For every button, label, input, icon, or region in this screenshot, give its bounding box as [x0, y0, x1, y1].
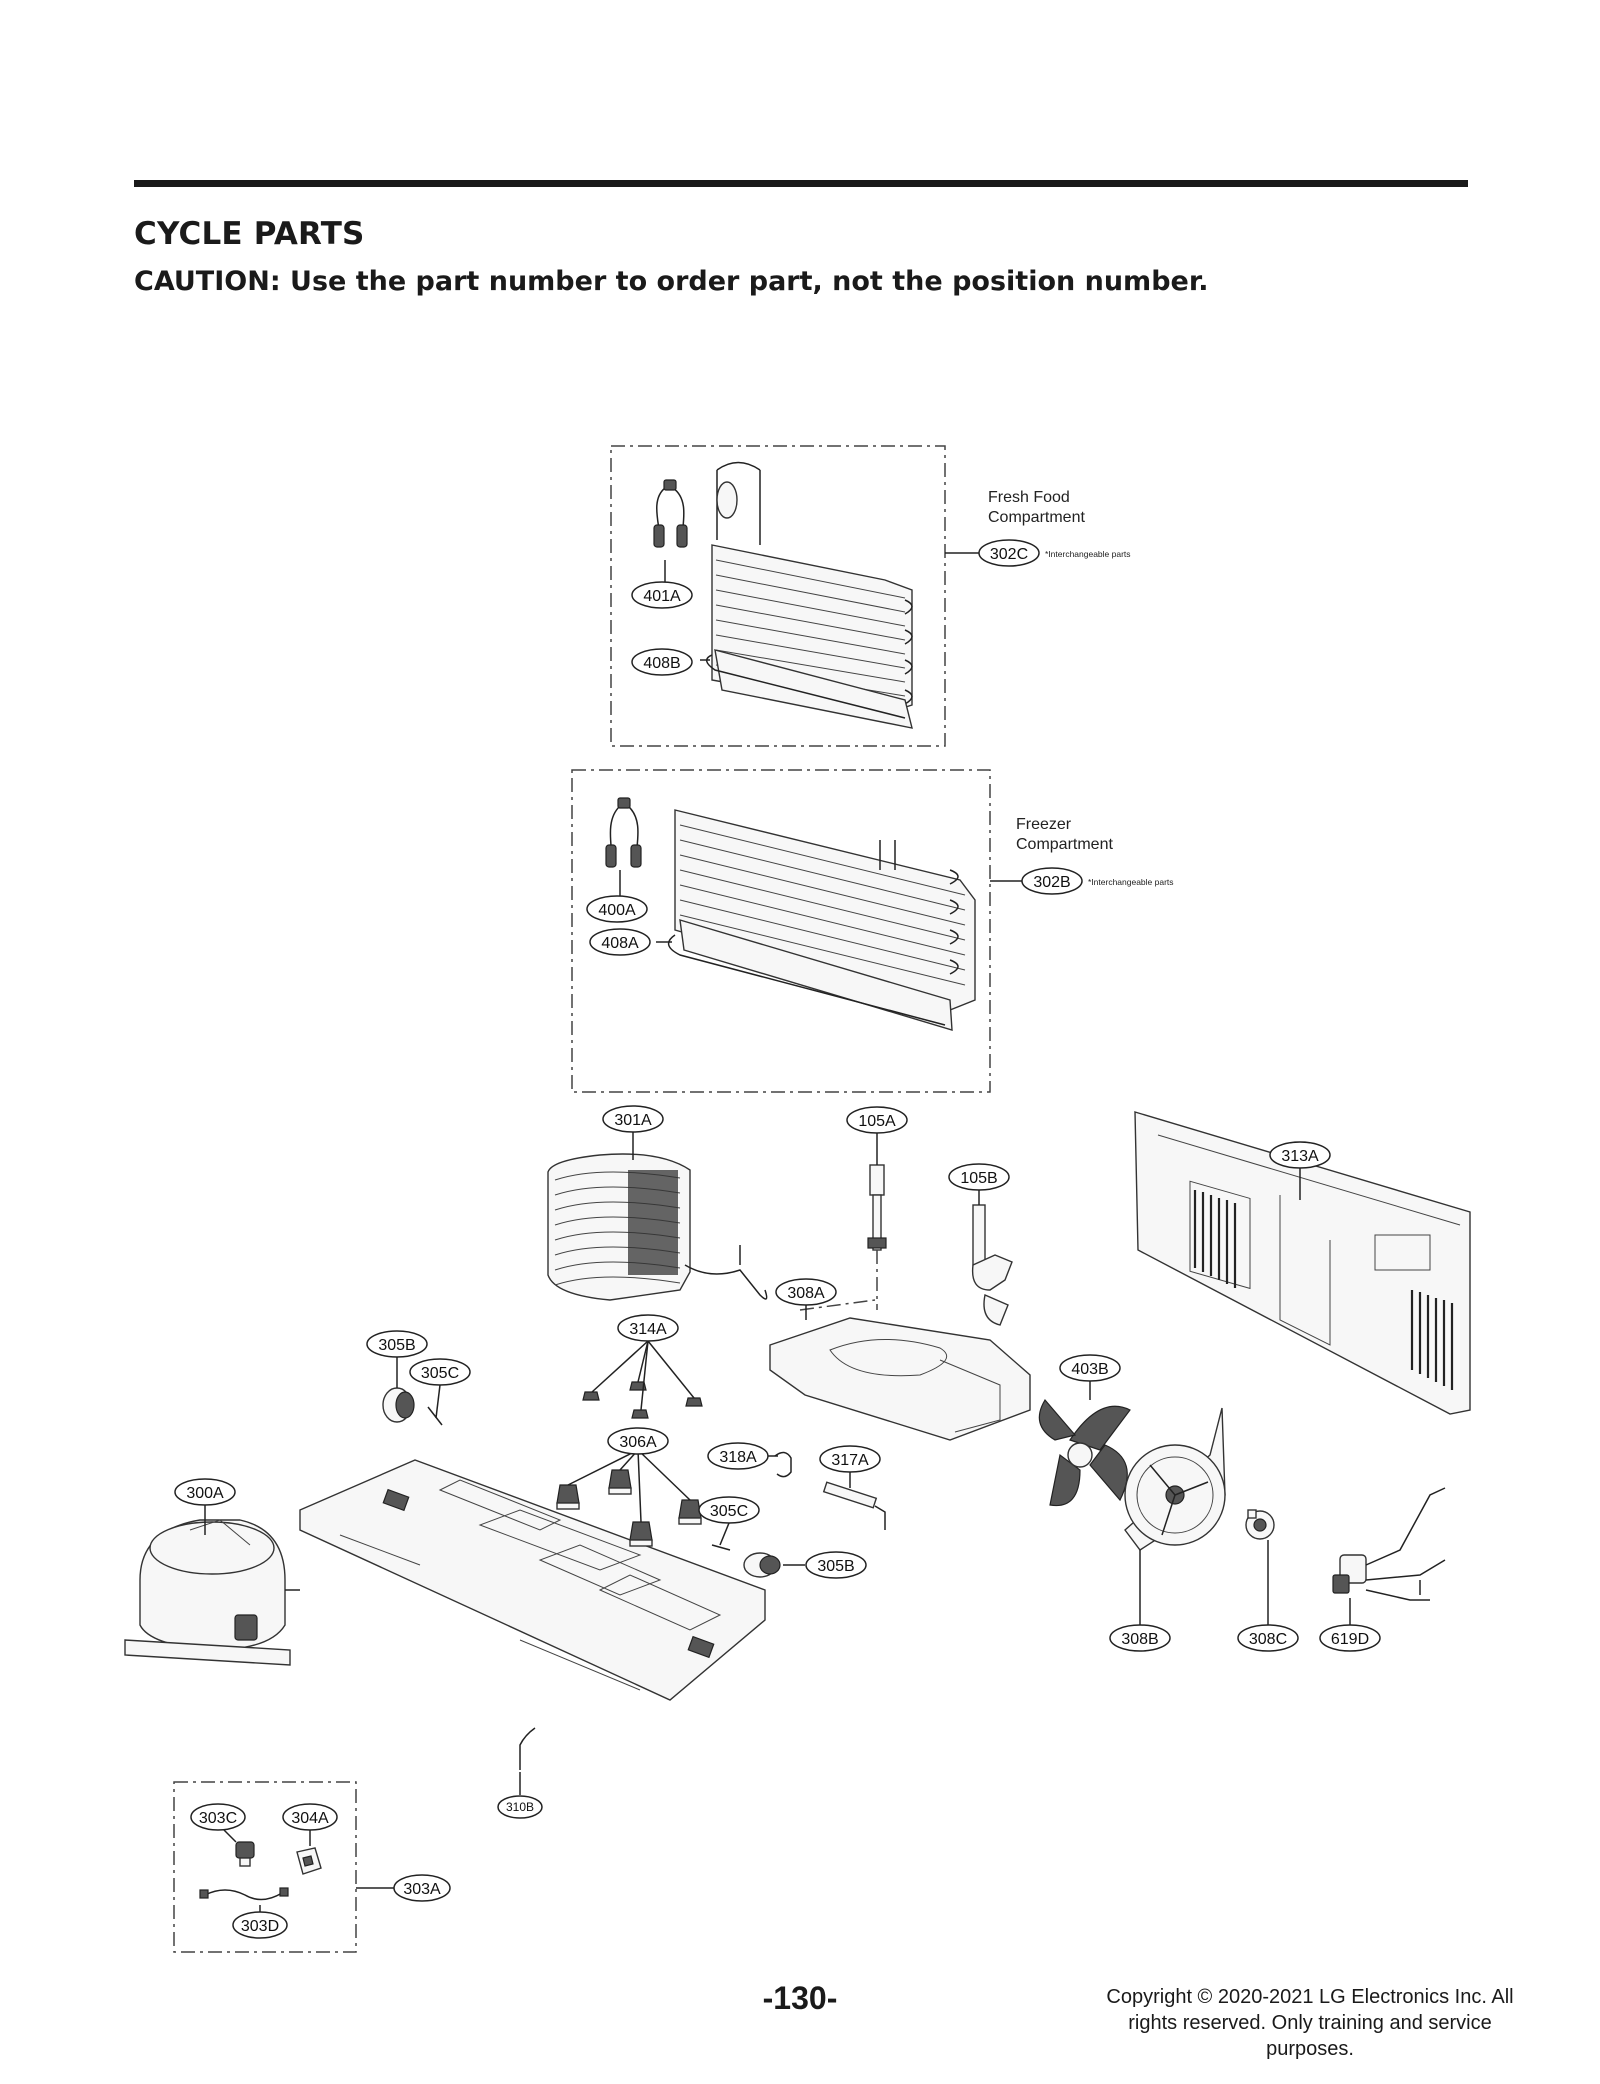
callout-303A: 303A — [403, 1881, 441, 1898]
valve-619D-drawing — [1332, 1487, 1446, 1601]
copyright-line-1: Copyright © 2020-2021 LG Electronics Inc… — [1106, 1986, 1514, 2008]
callout-310B: 310B — [506, 1800, 534, 1814]
callout-303D: 303D — [241, 1918, 279, 1935]
callout-306A: 306A — [619, 1434, 657, 1451]
condenser-drawing — [547, 1153, 768, 1301]
callout-408B: 408B — [643, 655, 680, 672]
callout-105B: 105B — [960, 1170, 997, 1187]
callout-401A: 401A — [643, 588, 681, 605]
ptc-starter-303C-drawing — [235, 1841, 255, 1867]
callout-303C: 303C — [199, 1810, 237, 1827]
fresh-food-note: *Interchangeable parts — [1045, 549, 1131, 559]
freezer-evaporator-drawing — [667, 809, 976, 1031]
heater-317A-drawing — [822, 1481, 886, 1530]
freezer-note: *Interchangeable parts — [1088, 877, 1174, 887]
callout-403B: 403B — [1071, 1361, 1108, 1378]
clips-314A-leaders — [591, 1340, 695, 1411]
fan-shroud-308B-drawing — [1124, 1407, 1226, 1551]
callout-318A: 318A — [719, 1449, 757, 1466]
freezer-group-box — [571, 769, 991, 1093]
defrost-sensor-401A-drawing — [653, 479, 688, 548]
fan-403B-drawing — [1038, 1398, 1131, 1507]
back-panel-313A-drawing — [1134, 1111, 1471, 1415]
freezer-group: Freezer Compartment *Interchangeable par… — [571, 769, 1174, 1093]
electrical-group-303A — [173, 1781, 394, 1953]
grommet-305B-bottom-drawing — [711, 1544, 781, 1578]
fresh-food-group-box — [610, 445, 946, 747]
copyright-line-3: purposes. — [1266, 2038, 1354, 2060]
drain-hose-105B-drawing — [971, 1204, 1013, 1326]
tube-310B-drawing — [519, 1727, 536, 1770]
callout-304A: 304A — [291, 1810, 329, 1827]
callout-301A: 301A — [614, 1112, 652, 1129]
copyright-notice: Copyright © 2020-2021 LG Electronics Inc… — [1080, 1984, 1540, 2062]
clips-314A-drawing — [582, 1381, 703, 1419]
fresh-food-group: Fresh Food Compartment *Interchangeable … — [610, 445, 1131, 747]
freezer-label-2: Compartment — [1016, 836, 1113, 853]
base-plate-drawing — [299, 1459, 766, 1701]
freezer-label-1: Freezer — [1016, 816, 1072, 833]
callout-619D: 619D — [1331, 1631, 1369, 1648]
electrical-group-box — [173, 1781, 357, 1953]
callout-308A: 308A — [787, 1285, 825, 1302]
callout-305C-top: 305C — [421, 1365, 459, 1382]
callout-408A: 408A — [601, 935, 639, 952]
copyright-line-2: rights reserved. Only training and servi… — [1128, 2012, 1492, 2034]
clamp-318A-drawing — [774, 1451, 792, 1478]
caution-note: CAUTION: Use the part number to order pa… — [134, 266, 1209, 297]
grommets-306A-drawing — [556, 1469, 702, 1547]
callout-308C: 308C — [1249, 1631, 1287, 1648]
callout-302C: 302C — [990, 546, 1028, 563]
callout-400A: 400A — [598, 902, 636, 919]
fresh-food-label-2: Compartment — [988, 509, 1085, 526]
callout-ovals — [174, 539, 1381, 1939]
overload-protector-304A-drawing — [296, 1847, 322, 1875]
grommet-305B-top-drawing — [382, 1387, 443, 1426]
callout-305B-top: 305B — [378, 1337, 415, 1354]
drain-hose-105A-drawing — [867, 1164, 887, 1310]
callout-317A: 317A — [831, 1452, 869, 1469]
defrost-sensor-400A-drawing — [605, 797, 642, 868]
page-title: CYCLE PARTS — [134, 216, 365, 252]
drain-pan-308A-drawing — [769, 1299, 1031, 1441]
callout-105A: 105A — [858, 1113, 896, 1130]
callout-314A: 314A — [629, 1321, 667, 1338]
callout-308B: 308B — [1121, 1631, 1158, 1648]
compressor-300A-drawing — [124, 1519, 300, 1666]
header-rule — [134, 180, 1468, 187]
fan-motor-308C-drawing — [1245, 1509, 1275, 1540]
callout-305C-bottom: 305C — [710, 1503, 748, 1520]
fresh-food-evaporator-drawing — [706, 461, 913, 729]
callout-305B-bottom: 305B — [817, 1558, 854, 1575]
callout-302B: 302B — [1033, 874, 1070, 891]
callout-313A: 313A — [1281, 1148, 1319, 1165]
page-number: -130- — [762, 1980, 838, 2016]
callout-300A: 300A — [186, 1485, 224, 1502]
fresh-food-label-1: Fresh Food — [988, 489, 1070, 506]
